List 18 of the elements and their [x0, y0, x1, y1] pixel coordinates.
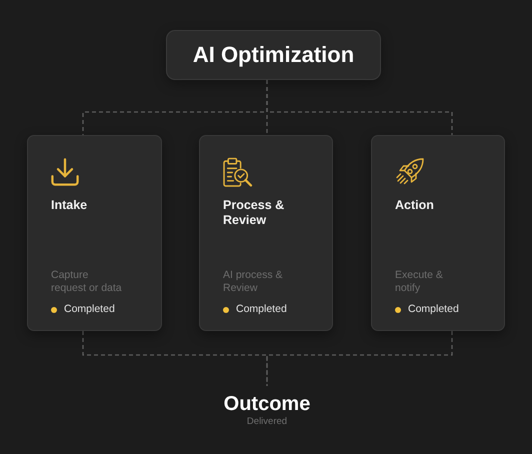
- card-description: Execute & notify: [395, 269, 444, 295]
- status-label: Completed: [408, 303, 459, 316]
- outcome-subtitle: Delivered: [246, 416, 288, 428]
- card-title: Action: [395, 198, 435, 213]
- dashed-connector: [266, 331, 453, 386]
- card-title: Intake: [51, 198, 88, 213]
- card-title: Process & Review: [223, 198, 286, 228]
- title-box: [166, 30, 381, 80]
- step-card: [27, 135, 162, 331]
- dashed-connector: [266, 80, 453, 135]
- outcome-title: Outcome: [224, 392, 310, 416]
- card-description: Capture request or data: [51, 269, 123, 295]
- status-label: Completed: [236, 303, 287, 316]
- step-card: [371, 135, 505, 331]
- heading-text: AI Optimization: [192, 42, 354, 68]
- card-description: AI process & Review: [223, 269, 284, 295]
- status-label: Completed: [64, 303, 115, 316]
- step-card: [199, 135, 333, 331]
